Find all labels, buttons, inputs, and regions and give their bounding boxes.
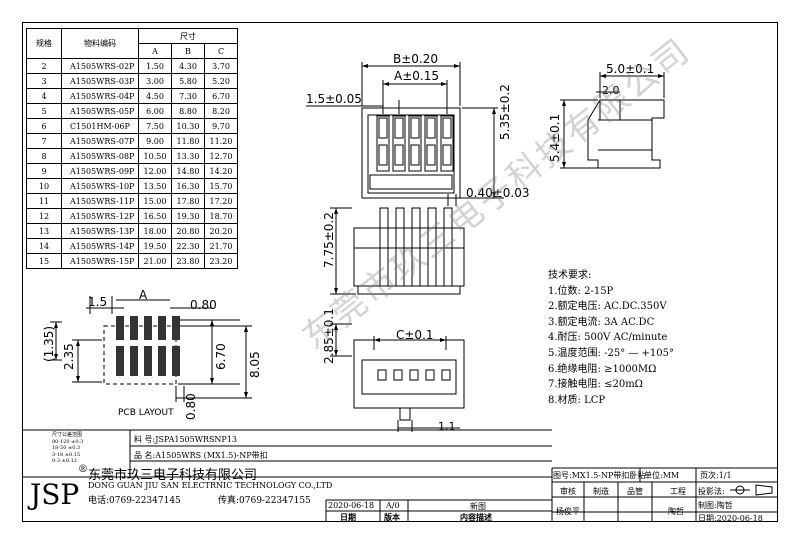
dim-pin-11: 1.1 — [438, 420, 456, 433]
pcb-dim-080-bottom: 0.80 — [184, 393, 198, 420]
company-name-en: DONG GUAN JIU SAN ELECTRNIC TECHNOLOGY C… — [88, 481, 333, 490]
requirement-item: 6.绝缘电阻: ≥1000MΩ — [548, 363, 657, 375]
pcb-dim-080-top: 0.80 — [190, 298, 217, 312]
drawing-number: 图号:MX1.5-NP带扣卧贴 — [553, 471, 646, 480]
column-version: 版本 — [384, 512, 400, 522]
cell-c: 12.70 — [204, 148, 238, 164]
dim-b: B±0.20 — [393, 52, 439, 66]
top-view-pins — [376, 115, 454, 172]
dim-c: C±0.1 — [396, 328, 434, 342]
unit: 单位:MM — [644, 471, 680, 480]
dim-pitch: 1.5±0.05 — [306, 92, 362, 106]
tolerance-row: 18-50 ±0.3 — [52, 445, 81, 451]
label-engineering: 工程 — [670, 487, 686, 496]
dim-height-775: 7.75±0.2 — [322, 212, 336, 268]
revision-version: A/0 — [386, 501, 400, 510]
technical-requirements: 技术要求: 1.位数: 2-15P 2.额定电压: AC.DC.350V 3.额… — [548, 268, 674, 408]
cell-c: 23.20 — [204, 253, 238, 269]
pcb-dim-a: A — [139, 288, 148, 302]
material-number: 料 号:JSPA1505WRSNP13 — [134, 435, 237, 444]
dim-a: A±0.15 — [394, 69, 439, 83]
column-date: 日期 — [340, 512, 356, 522]
bottom-view-body — [353, 339, 465, 409]
column-description: 内容描述 — [460, 512, 492, 522]
pcb-caption: PCB LAYOUT — [118, 408, 174, 418]
pcb-pads — [116, 316, 180, 376]
revision-date: 2020-06-18 — [328, 501, 375, 510]
engineer-name: 陶哲 — [668, 507, 684, 516]
requirement-item: 3.额定电流: 3A AC.DC — [548, 316, 655, 328]
pcb-dim-670: 6.70 — [214, 343, 228, 370]
requirement-item: 4.耐压: 500V AC/minute — [548, 332, 668, 344]
label-review: 审核 — [560, 487, 576, 496]
tolerance-header: 尺寸公差范围 — [52, 432, 83, 438]
cell-spec: 15 — [26, 253, 62, 269]
requirement-item: 5.温度范围: -25° — +105° — [548, 347, 675, 359]
requirements-title: 技术要求: — [548, 270, 592, 281]
cell-c: 14.20 — [204, 163, 238, 179]
registered-mark: ® — [78, 464, 88, 475]
reviewer-name: 杨俊平 — [556, 507, 580, 516]
dim-side-20: 2.0 — [602, 84, 620, 97]
requirement-item: 8.材质: LCP — [548, 394, 606, 406]
requirement-item: 1.位数: 2-15P — [548, 285, 614, 297]
draw-date: 日期:2020-06-18 — [698, 514, 763, 523]
requirement-item: 7.接触电阻: ≤20mΩ — [548, 379, 643, 391]
label-quality: 品管 — [627, 487, 643, 496]
drafter: 制图:陶哲 — [698, 501, 733, 510]
label-projection: 投影法: — [698, 487, 725, 496]
company-logo: JSP — [30, 478, 80, 511]
drawing-frame — [22, 22, 778, 522]
phone: 电话:0769-22347145 — [88, 496, 181, 506]
pcb-dim-805: 8.05 — [248, 351, 262, 378]
title-block-lines — [22, 429, 778, 522]
bottom-view-pins — [377, 369, 451, 381]
label-make: 制造 — [593, 487, 609, 496]
requirement-item: 2.额定电压: AC.DC.350V — [548, 301, 667, 313]
tolerance-row: 3-18 ±0.15 — [52, 451, 81, 458]
header-part: 物料编码 — [61, 28, 139, 59]
top-view-body — [361, 107, 461, 199]
product-name: 品 名:A1505WRS (MX1.5)-NP带扣 — [134, 451, 268, 460]
dim-height-535: 5.35±0.2 — [498, 84, 512, 140]
fax: 传真:0769-22347155 — [218, 496, 311, 506]
dim-pin-040: 0.40±0.03 — [466, 186, 530, 200]
revision-description: 新图 — [470, 502, 486, 511]
side-view-body — [587, 99, 665, 169]
tolerance-row: 0-3 ±0.12 — [52, 458, 77, 464]
dim-width-50: 5.0±0.1 — [606, 62, 655, 76]
pcb-dim-135: (1.35) — [42, 325, 56, 362]
pcb-dim-15: 1.5 — [88, 295, 108, 309]
page-number: 页次:1/1 — [700, 471, 732, 480]
company-name-cn: 东莞市玖三电子科技有限公司 — [88, 468, 258, 483]
tolerance-table: 尺寸公差范围 80-120 ±0.3 18-50 ±0.3 3-18 ±0.15… — [52, 432, 83, 465]
pcb-dim-235: 2.35 — [62, 343, 76, 370]
tolerance-row: 80-120 ±0.3 — [52, 438, 84, 445]
